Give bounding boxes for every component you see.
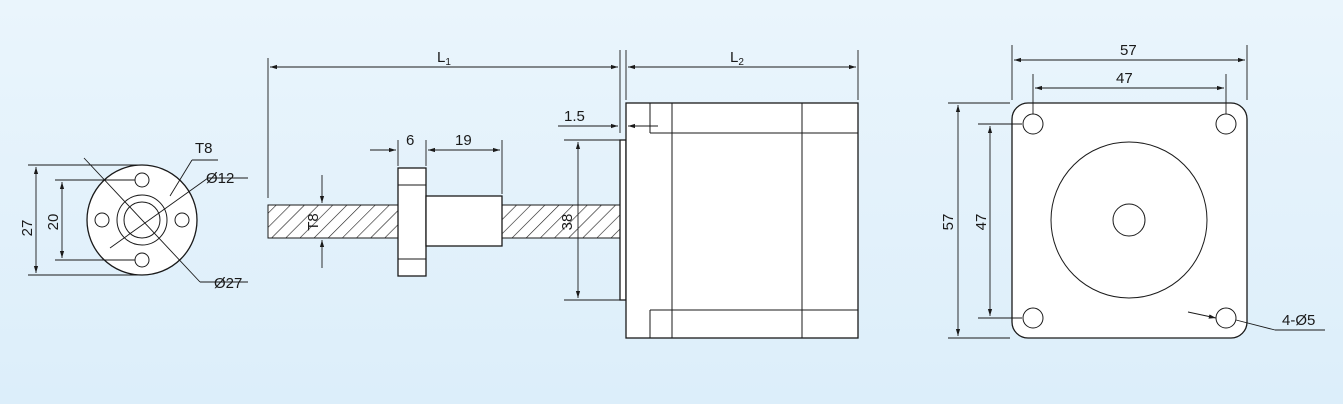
mount-hole-bl: [1022, 307, 1044, 329]
motor-boss: [619, 139, 627, 301]
outer-dia-label: Ø27: [214, 275, 242, 292]
boss-dim: 1.5: [564, 108, 585, 125]
face-hole-h-label: 47: [973, 214, 990, 231]
motor-face-plate: [1011, 102, 1248, 339]
nut-flange-dim: 6: [406, 132, 414, 149]
l2-label: L2: [730, 49, 744, 68]
flange-height-label: 27: [19, 220, 36, 237]
nut-body: [425, 195, 503, 247]
nut-inner-circle: [116, 194, 168, 246]
nut-hole-left: [94, 212, 110, 228]
inner-dia-label: Ø12: [206, 170, 234, 187]
motor-pilot-circle: [1050, 141, 1208, 299]
nut-flange: [397, 167, 427, 277]
motor-side-view: L1 L2 6 19 1.5 T8 38: [267, 49, 859, 339]
nut-front-view: 27 20 T8 Ø12 Ø27: [19, 140, 248, 292]
face-width-label: 57: [1120, 42, 1137, 59]
motor-shaft-circle: [1112, 203, 1146, 237]
nut-bore-circle: [123, 201, 161, 239]
nut-body-dim: 19: [455, 132, 472, 149]
hole-spacing-label: 20: [45, 214, 62, 231]
nut-hole-right: [174, 212, 190, 228]
motor-body: [625, 102, 859, 339]
motor-face-view: 57 47 57 47 4-Ø5: [940, 42, 1325, 339]
pilot-dia-label: 38: [559, 214, 576, 231]
screw-dia-label: T8: [305, 213, 322, 231]
lead-label: T8: [195, 140, 213, 157]
mount-holes-label: 4-Ø5: [1282, 312, 1315, 329]
face-hole-w-label: 47: [1116, 70, 1133, 87]
face-height-label: 57: [940, 214, 957, 231]
l1-label: L1: [437, 49, 451, 68]
